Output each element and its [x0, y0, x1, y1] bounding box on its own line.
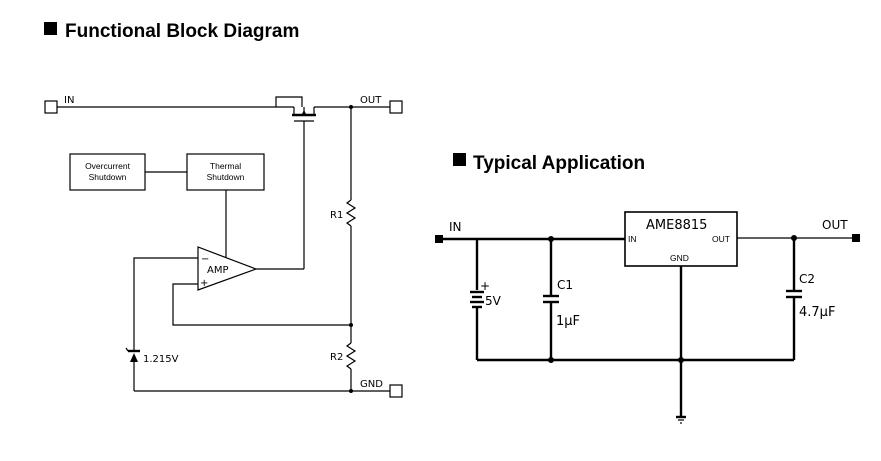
r1-label: R1 — [330, 210, 343, 221]
block-diagram-heading-bullet — [44, 22, 57, 35]
in-pin-label: IN — [64, 95, 74, 106]
chip-name-label: AME8815 — [646, 218, 707, 233]
typical-application-heading: Typical Application — [473, 153, 645, 174]
app-out-terminal — [852, 234, 860, 242]
chip-gnd-junction — [678, 357, 684, 363]
resistor-r2 — [345, 342, 357, 370]
pass-transistor — [275, 96, 316, 269]
capacitor-c1 — [543, 294, 559, 304]
in-pin-terminal — [44, 100, 58, 114]
ame8815-chip — [624, 211, 738, 267]
c2-value-label: 4.7μF — [799, 305, 835, 320]
error-amplifier — [197, 246, 258, 291]
block-diagram-heading: Functional Block Diagram — [65, 21, 299, 42]
amp-inverting-wire — [133, 257, 198, 350]
reference-voltage-label: 1.215V — [143, 354, 179, 365]
thermal-label-line2: Shutdown — [207, 172, 245, 182]
c1-bottom-junction — [548, 357, 554, 363]
amp-noninverting-wire — [172, 283, 351, 326]
r2-label: R2 — [330, 352, 343, 363]
amp-minus-sign: − — [201, 254, 209, 265]
overcurrent-label-line2: Shutdown — [89, 172, 127, 182]
thermal-label-line1: Thermal — [210, 161, 241, 171]
out-junction — [349, 105, 353, 109]
chip-in-pin-label: IN — [628, 234, 637, 244]
ground-symbol — [676, 415, 686, 424]
out-pin-label: OUT — [360, 95, 382, 106]
out-pin-terminal — [389, 100, 403, 114]
resistor-r1 — [345, 199, 357, 227]
capacitor-c2 — [786, 289, 802, 299]
app-in-terminal — [435, 235, 443, 243]
chip-out-pin-label: OUT — [712, 234, 730, 244]
battery-voltage-label: 5V — [485, 294, 502, 308]
battery-5v — [470, 290, 484, 309]
c1-value-label: 1μF — [556, 314, 580, 329]
amp-label: AMP — [207, 265, 229, 276]
chip-gnd-pin-label: GND — [670, 253, 689, 263]
typical-application-heading-bullet — [453, 153, 466, 166]
app-out-label: OUT — [822, 218, 848, 232]
functional-block-diagram: IN OUT GND R1 R2 — [44, 95, 403, 398]
reference-zener-diode — [125, 347, 140, 391]
c2-name-label: C2 — [799, 272, 815, 286]
gnd-junction — [349, 389, 353, 393]
amp-plus-sign: + — [200, 278, 208, 289]
gnd-pin-terminal — [389, 384, 403, 398]
gnd-pin-label: GND — [360, 379, 383, 390]
overcurrent-label-line1: Overcurrent — [85, 161, 131, 171]
typical-application-circuit: IN OUT AME8815 IN OUT GND + 5V — [435, 211, 860, 424]
app-in-label: IN — [449, 220, 462, 234]
battery-plus-sign: + — [480, 279, 490, 293]
c1-name-label: C1 — [557, 278, 573, 292]
